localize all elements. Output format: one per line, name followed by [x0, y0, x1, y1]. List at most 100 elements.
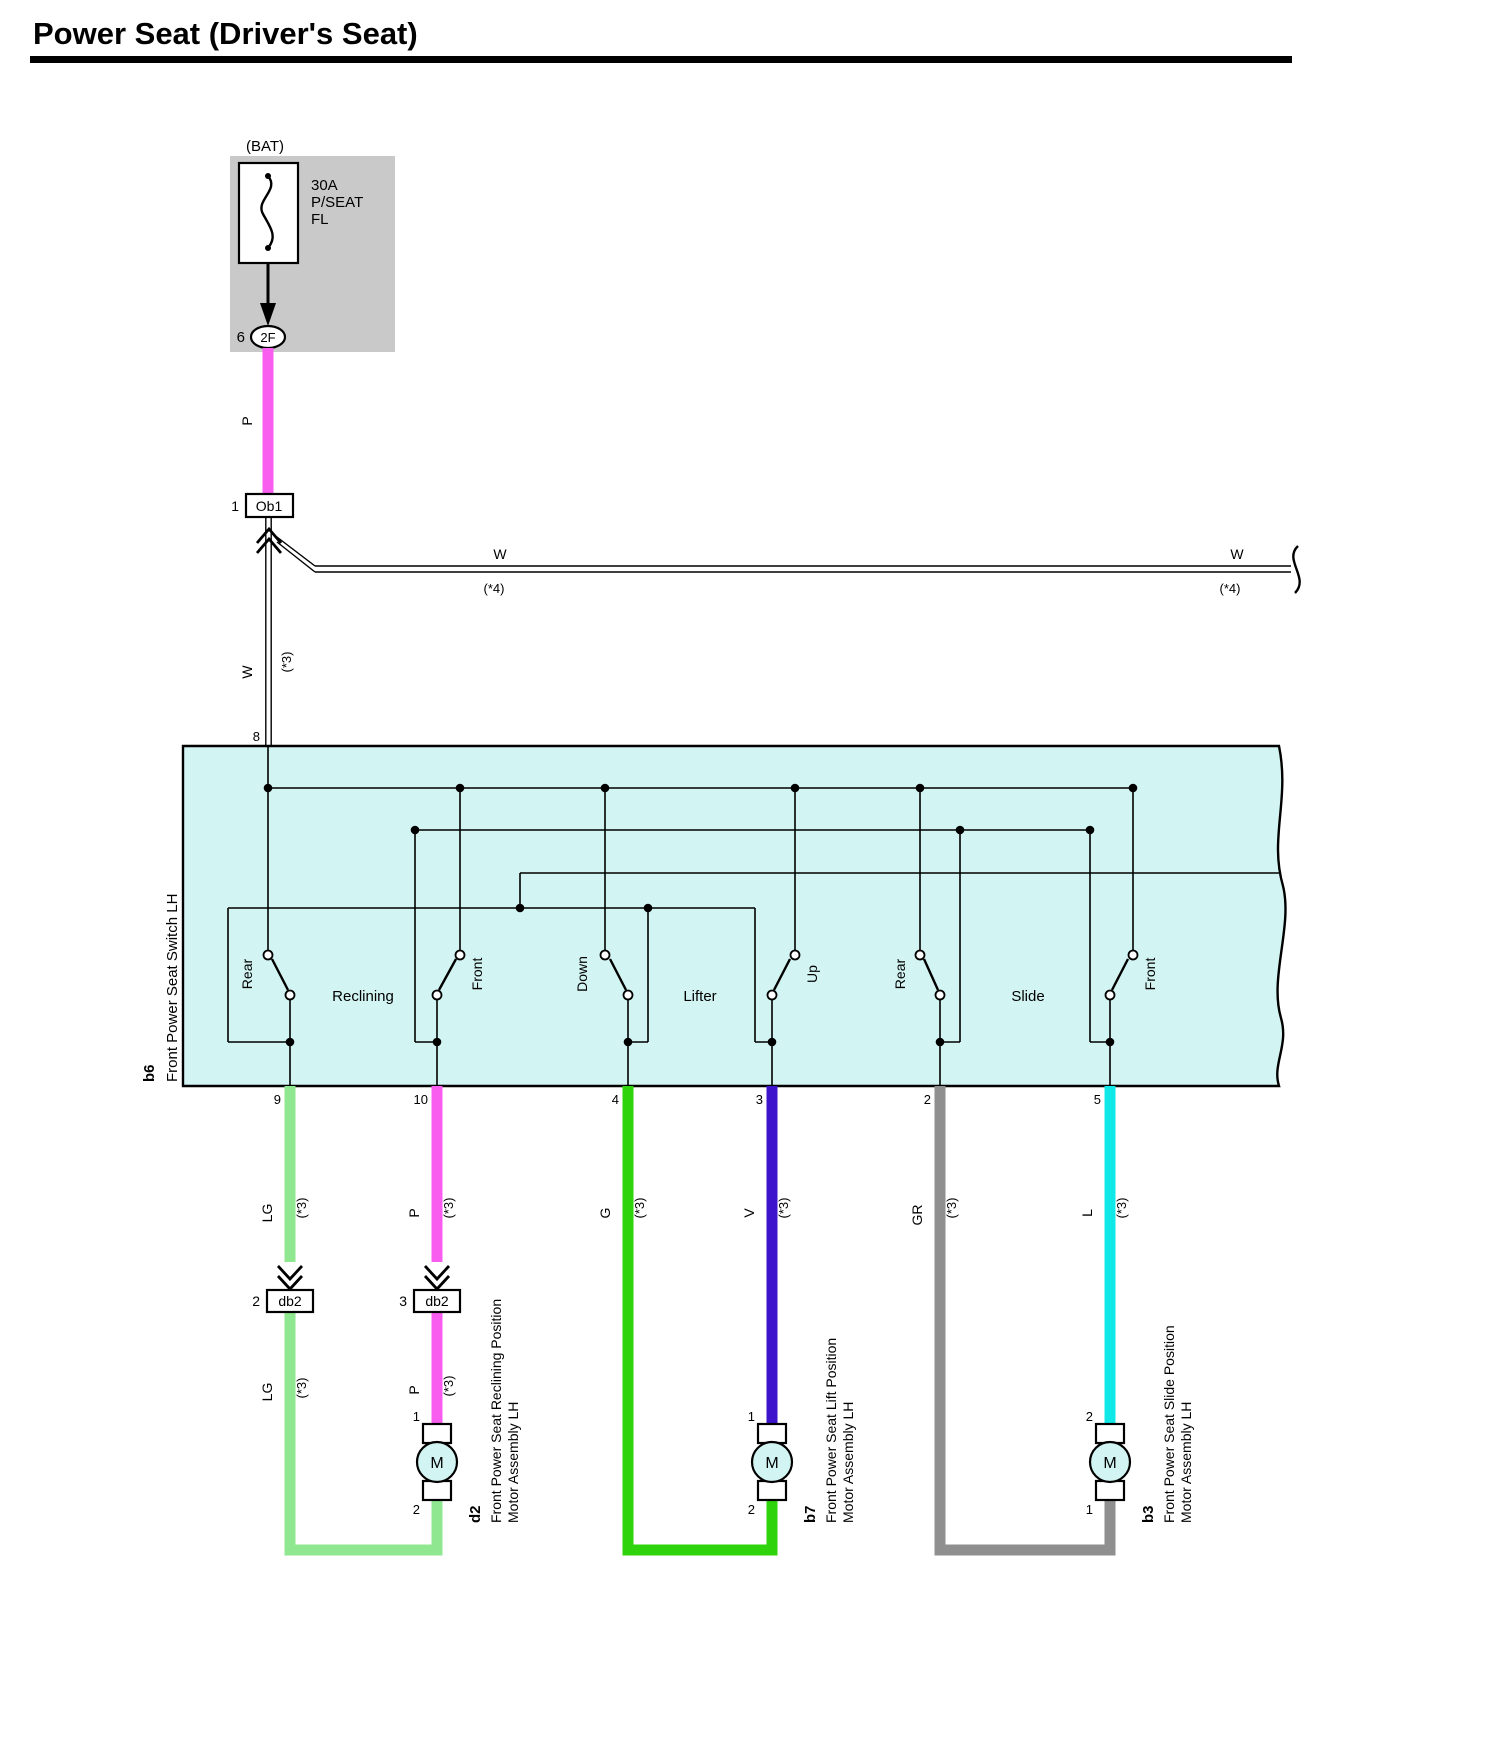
wire-note-label: (*3): [632, 1198, 647, 1219]
fuse-rating-label: 30A: [311, 177, 338, 194]
junction-dot: [515, 903, 525, 913]
motor-symbol: M: [765, 1455, 778, 1472]
motor-terminal: [756, 1479, 788, 1502]
switch-pivot-circle: [1104, 989, 1116, 1001]
switch-pin-number: 2: [924, 1092, 931, 1107]
title-underline: [30, 56, 1292, 63]
switch-position-label: Front: [469, 958, 485, 991]
wire-gr: [934, 1086, 1116, 1556]
connector-db2-left: db2 2: [252, 1265, 315, 1314]
motor-pin-number: 1: [1086, 1502, 1093, 1517]
switch-pivot-circle: [934, 989, 946, 1001]
motor-terminal: [1094, 1422, 1126, 1445]
junction-dot: [455, 783, 465, 793]
wire-w-branch: [272, 533, 316, 567]
wire-note-label: (*4): [484, 581, 505, 596]
motor-terminal: [756, 1422, 788, 1445]
connector-ob1: Ob1 1: [231, 492, 295, 519]
switch-contact-circle: [914, 949, 926, 961]
wire-note-label: (*4): [1220, 581, 1241, 596]
wire-note-label: (*3): [441, 1376, 456, 1397]
switch-pivot-circle: [766, 989, 778, 1001]
switch-arm: [270, 958, 290, 991]
inline-connector-chevron-icon: [255, 536, 283, 554]
inline-connector-chevron-icon: [255, 526, 283, 544]
motor-name-label: Motor Assembly LH: [505, 1402, 521, 1523]
switch-pin-number: 3: [756, 1092, 763, 1107]
switch-pin-number: 5: [1094, 1092, 1101, 1107]
junction-dot: [790, 783, 800, 793]
wire-note-label: (*3): [776, 1198, 791, 1219]
fuse-end-dot: [265, 173, 271, 179]
switch-box: [181, 744, 1287, 1088]
fuse-name-label: P/SEAT: [311, 194, 363, 211]
switch-arm: [772, 958, 792, 991]
fuse-symbol-icon: [260, 175, 274, 249]
motor-circle: [750, 1440, 794, 1484]
motor-pin-number: 1: [748, 1409, 755, 1424]
switch-pin-number: 8: [253, 729, 260, 744]
motor-circle: [1088, 1440, 1132, 1484]
page-title: Power Seat (Driver's Seat): [33, 16, 418, 51]
wire-color-label: G: [597, 1208, 613, 1219]
junction-dot: [600, 783, 610, 793]
junction-dot: [1128, 783, 1138, 793]
switch-contact-circle: [789, 949, 801, 961]
connector-2f-pin: 6: [237, 329, 245, 346]
wire-color-label: W: [493, 546, 507, 562]
wire-note-label: (*3): [944, 1198, 959, 1219]
connector-label: db2: [425, 1293, 449, 1309]
battery-fuse-block: (BAT) 30A P/SEAT FL 2F 6: [230, 138, 395, 352]
connector-box: [412, 1288, 462, 1314]
motor-circle: [415, 1440, 459, 1484]
motor-code-label: d2: [467, 1505, 484, 1523]
junction-dot: [263, 783, 273, 793]
motor-d2: 1 M 2 d2 Front Power Seat Reclining Posi…: [413, 1299, 521, 1523]
motor-b7: 1 M 2 b7 Front Power Seat Lift Position …: [748, 1338, 856, 1523]
switch-contact-circle: [1127, 949, 1139, 961]
down-arrow-icon: [260, 303, 276, 326]
connector-pin-number: 2: [252, 1293, 260, 1309]
switch-pin-number: 9: [274, 1092, 281, 1107]
motor-pin-number: 2: [1086, 1409, 1093, 1424]
switch-arm: [437, 958, 458, 991]
wire-color-label: LG: [259, 1204, 275, 1223]
junction-dot: [935, 1037, 945, 1047]
switch-contact-circle: [262, 949, 274, 961]
battery-label: (BAT): [246, 138, 284, 155]
wire-color-label: P: [239, 416, 255, 425]
junction-dot: [432, 1037, 442, 1047]
switch-position-label: Rear: [892, 958, 908, 989]
motor-name-label: Front Power Seat Slide Position: [1161, 1325, 1177, 1523]
switch-name-label: Front Power Seat Switch LH: [164, 894, 181, 1082]
motor-pin-number: 2: [413, 1502, 420, 1517]
wire-color-label: P: [406, 1385, 422, 1394]
switch-pivot-circle: [622, 989, 634, 1001]
switch-contact-circle: [599, 949, 611, 961]
wire-note-label: (*3): [441, 1198, 456, 1219]
wire-color-label: GR: [909, 1205, 925, 1226]
wire-color-label: V: [741, 1208, 757, 1218]
wire-note-label: (*3): [294, 1198, 309, 1219]
junction-dot: [955, 825, 965, 835]
junction-dot: [643, 903, 653, 913]
motor-name-label: Motor Assembly LH: [1178, 1402, 1194, 1523]
junction-dot: [767, 1037, 777, 1047]
junction-dot: [410, 825, 420, 835]
motor-terminal: [1094, 1479, 1126, 1502]
switch-position-label: Up: [804, 965, 820, 983]
inline-connector-chevron-icon: [276, 1265, 304, 1282]
motor-b3: 2 M 1 b3 Front Power Seat Slide Position…: [1086, 1325, 1194, 1523]
switch-group-label: Reclining: [332, 988, 394, 1005]
wire-lg-lower: [284, 1312, 443, 1556]
wire-color-label: L: [1079, 1209, 1095, 1217]
motor-symbol: M: [1103, 1455, 1116, 1472]
wire-color-label: W: [1230, 546, 1244, 562]
wire-color-label: W: [239, 665, 255, 679]
switch-pivot-circle: [284, 989, 296, 1001]
switch-pin-number: 10: [414, 1092, 428, 1107]
switch-arm: [1110, 958, 1130, 991]
connector-pin-number: 3: [399, 1293, 407, 1309]
